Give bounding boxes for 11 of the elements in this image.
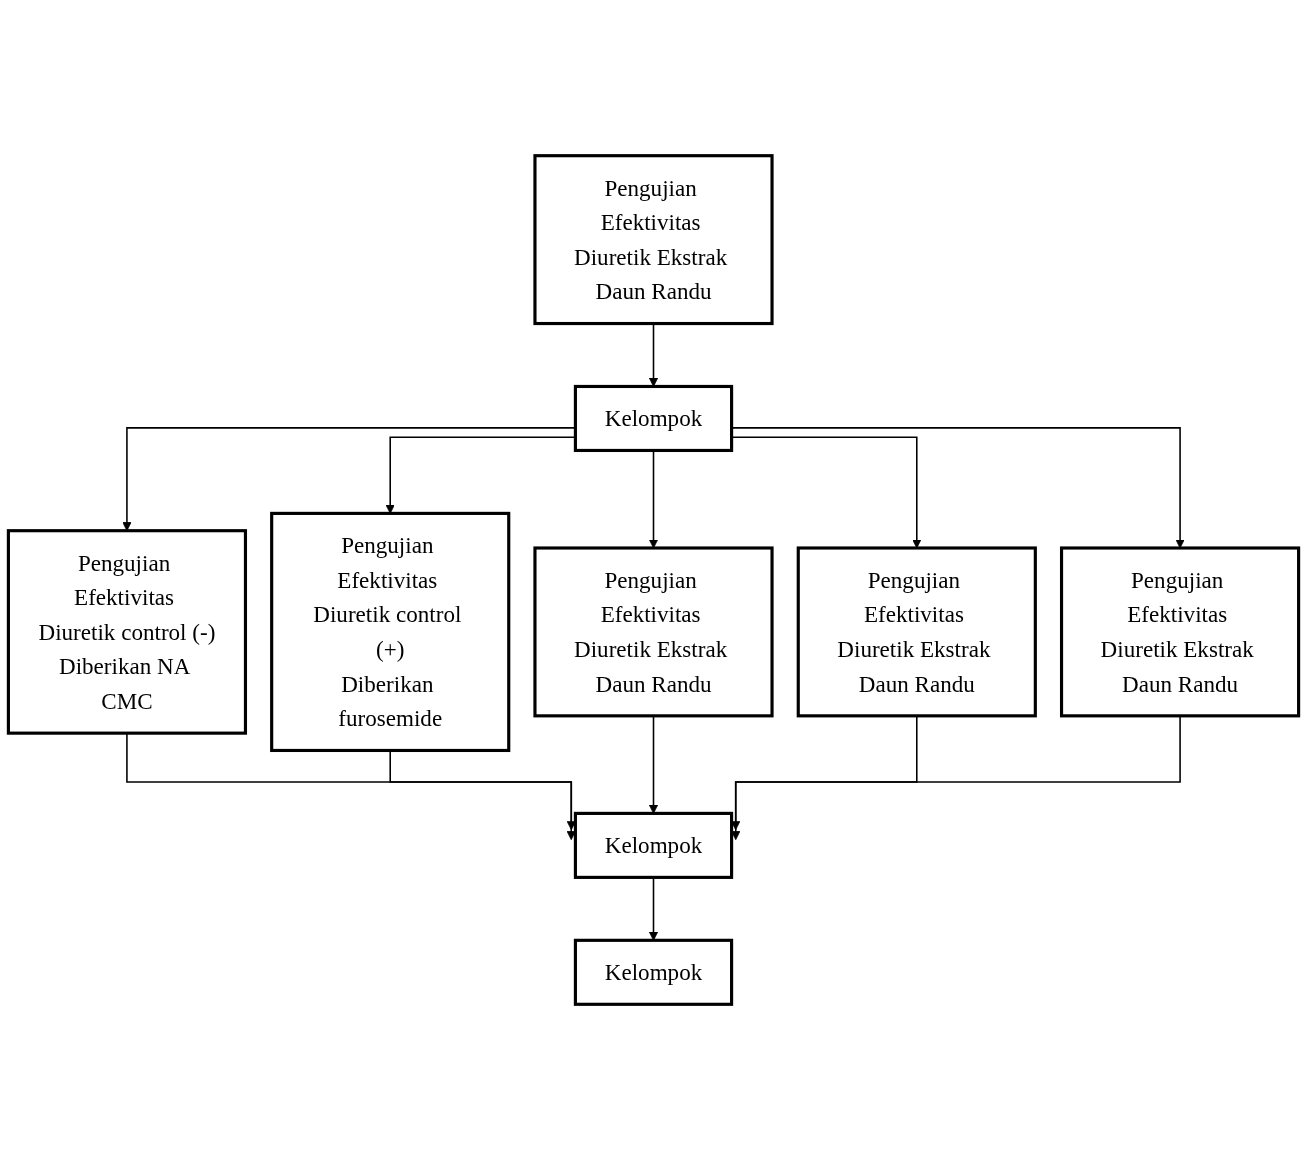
arrow xyxy=(648,715,659,814)
node-box: Pengujian Efektivitas Diuretik Ekstrak Daun Randu xyxy=(533,546,774,718)
node-box: Pengujian Efektivitas Diuretik control (+) Diberikan furosemide xyxy=(270,511,511,753)
node-box: Kelompok xyxy=(573,384,734,453)
node-box: Pengujian Efektivitas Diuretik Ekstrak Daun Randu xyxy=(533,154,774,326)
node-box: Pengujian Efektivitas Diuretik control (-) Diberikan NA CMC xyxy=(6,529,248,735)
node-box: Kelompok xyxy=(573,811,734,879)
node-box: Pengujian Efektivitas Diuretik Ekstrak Daun Randu xyxy=(1059,546,1301,718)
arrow xyxy=(731,715,1181,841)
node-box: Pengujian Efektivitas Diuretik Ekstrak Daun Randu xyxy=(796,546,1037,718)
node-box: Kelompok xyxy=(573,938,734,1006)
